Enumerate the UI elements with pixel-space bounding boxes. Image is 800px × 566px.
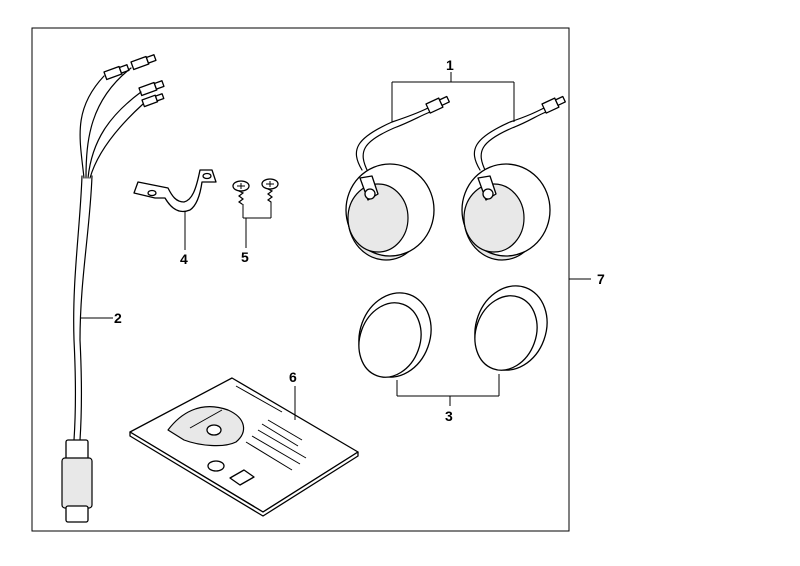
- cover-discs-part[interactable]: [347, 276, 558, 388]
- callout-6: 6: [289, 369, 297, 385]
- speaker-units-part[interactable]: [345, 95, 566, 261]
- callout-4: 4: [180, 251, 188, 267]
- callout-5: 5: [241, 249, 249, 265]
- callout-2: 2: [114, 310, 122, 326]
- screws-part[interactable]: [232, 178, 279, 205]
- callout-7: 7: [597, 271, 605, 287]
- callout-1: 1: [446, 57, 454, 73]
- wiring-harness-part[interactable]: [61, 54, 165, 523]
- callout-labels: 1 2 3 4 5 6 7: [114, 57, 605, 424]
- unit-right: [461, 95, 566, 261]
- instruction-leaflet-part[interactable]: [129, 377, 359, 517]
- harness-connectors: [103, 54, 165, 108]
- callout-3: 3: [445, 408, 453, 424]
- unit-left: [345, 95, 450, 261]
- bracket-part[interactable]: [133, 169, 217, 213]
- leader-lines: [80, 72, 591, 420]
